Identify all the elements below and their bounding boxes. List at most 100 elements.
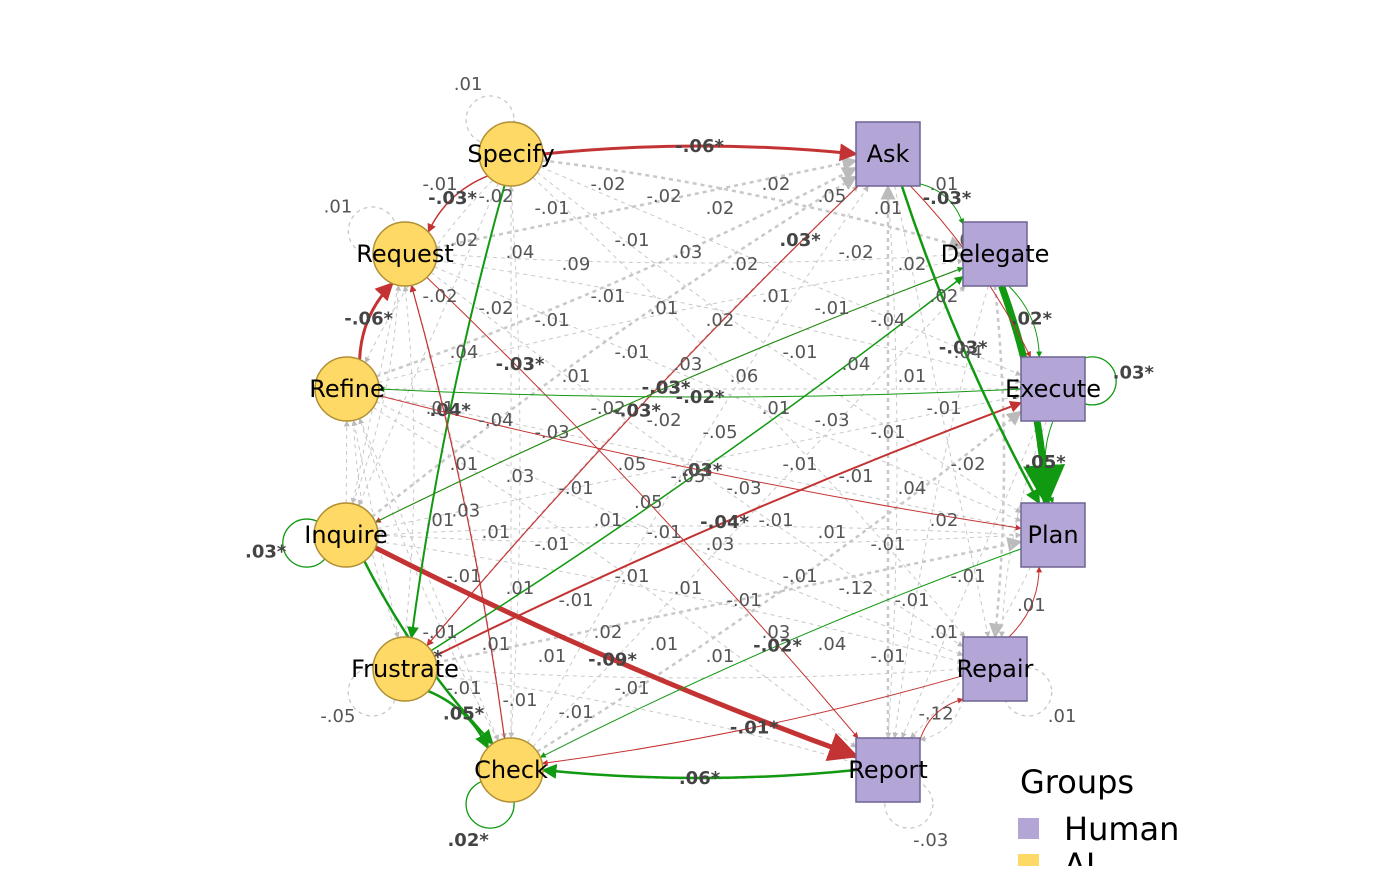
legend-ai-swatch [1018, 854, 1039, 871]
self-loop-label: .03* [245, 542, 287, 563]
edge-weight-label: -.01 [614, 342, 649, 363]
edge-weight-label: .01 [930, 622, 959, 643]
edge-weight-label: -.01 [870, 534, 905, 555]
edge-weight-label: .04 [450, 342, 479, 363]
edge-specify-ask [542, 143, 858, 162]
edge-weight-label: -.01 [614, 566, 649, 587]
self-loop-label: .01 [454, 74, 483, 95]
nodes: SpecifyRequestRefineInquireFrustrateChec… [304, 121, 1101, 803]
node-plan: Plan [1020, 502, 1086, 568]
edge-label: -.02* [676, 387, 725, 408]
legend: Groups Human AI [1018, 763, 1179, 871]
edge-weight-label: .04 [842, 354, 871, 375]
human-node-shape [855, 121, 921, 187]
edge-weight-label: -.01 [558, 478, 593, 499]
edge-weight-label: .03 [762, 622, 791, 643]
human-node-shape [962, 221, 1028, 287]
edge-label: -.03* [428, 188, 477, 209]
edge-weight-label: -.05 [702, 422, 737, 443]
edge-plan-check [539, 548, 1022, 758]
edge-weight-label: -.02 [950, 454, 985, 475]
node-specify: Specify [467, 121, 555, 187]
edge-weight-label: .03 [674, 354, 703, 375]
edge-label: -.01* [730, 717, 779, 738]
grey-edge-check-delegate [532, 285, 966, 748]
self-loop-label: .02* [447, 830, 489, 851]
node-label: Check [474, 756, 548, 784]
edge-weight-label: -.01 [870, 422, 905, 443]
grey-edge-specify-repair [532, 176, 966, 638]
edge-ask-frustrate [426, 185, 859, 647]
edge-execute-refine [378, 386, 1022, 398]
edge-delegate-execute [1008, 285, 1043, 358]
edge-label: .04* [430, 400, 472, 421]
edge-specify-frustrate [406, 185, 506, 639]
node-check: Check [474, 737, 548, 803]
legend-title: Groups [1020, 763, 1134, 801]
edge-frustrate-execute [433, 400, 1023, 658]
edge-weight-label: -.01 [894, 590, 929, 611]
grey-edge-check-execute [536, 410, 1023, 753]
ai-node-shape [372, 636, 438, 702]
edge-weight-label: -.02 [590, 174, 625, 195]
grey-edge-refine-ask [375, 166, 858, 378]
edge-execute-plan [1044, 420, 1054, 504]
node-label: Inquire [304, 521, 388, 549]
grey-edge-plan-inquire [377, 525, 1022, 538]
edge-weight-label: -.02 [838, 242, 873, 263]
edge-weight-label: -.04 [478, 410, 513, 431]
edge-weight-label: .01 [706, 646, 735, 667]
node-delegate: Delegate [941, 221, 1050, 287]
edge-weight-label: -.04 [870, 310, 905, 331]
edge-report-check [541, 763, 857, 780]
edge-label: -.03* [939, 338, 988, 359]
self-loop-specify [465, 95, 515, 145]
edge-label: .01 [684, 460, 713, 481]
grey-edge-refine-frustrate [352, 420, 400, 639]
edge-weight-labels: -.01-.02-.01-.02-.02.02.02.05.01.01.02.0… [422, 174, 985, 723]
edge-weight-label: .04 [506, 242, 535, 263]
node-execute: Execute [1005, 356, 1101, 422]
edge-weight-label: -.02 [478, 186, 513, 207]
edge-label: .05* [1024, 452, 1066, 473]
grey-edge-inquire-refine [343, 420, 350, 504]
edge-weight-label: .02 [706, 310, 735, 331]
grey-edge-request-delegate [436, 251, 964, 264]
edge-weight-label: -.05 [670, 466, 705, 487]
edge-weight-label: .01 [762, 286, 791, 307]
edge-weight-label: -.01 [446, 566, 481, 587]
grey-edge-request-ask [436, 156, 858, 249]
self-loop-label: .01 [1048, 706, 1077, 727]
edge-weight-label: .01 [898, 366, 927, 387]
human-node-shape [1020, 356, 1086, 422]
edge-weight-label: -.01 [534, 310, 569, 331]
edge-label: -.09* [588, 649, 637, 670]
node-request: Request [356, 221, 454, 287]
node-label: Refine [309, 375, 384, 403]
grey-edge-specify-execute [540, 166, 1022, 376]
edge-weight-label: .06 [730, 366, 759, 387]
edge-weight-label: -.01 [838, 466, 873, 487]
edge-weight-label: -.02 [646, 186, 681, 207]
grey-edge-frustrate-report [436, 675, 857, 765]
self-loop-label: .01 [324, 197, 353, 218]
edge-weight-label: -.03 [726, 478, 761, 499]
edge-weight-label: .02 [930, 510, 959, 531]
edge-weight-label: .01 [930, 174, 959, 195]
grey-edge-check-ask [527, 185, 869, 743]
edge-weight-label: .03 [506, 466, 535, 487]
edge-weight-label: -.02 [590, 398, 625, 419]
node-label: Delegate [941, 240, 1050, 268]
legend-human-swatch [1018, 818, 1039, 839]
edge-weight-label: .02 [706, 198, 735, 219]
edge-inquire-report [374, 545, 859, 762]
edge-label: -.03* [642, 378, 691, 399]
edge-weight-label: -.12 [838, 578, 873, 599]
edge-weight-label: -.01 [590, 286, 625, 307]
node-inquire: Inquire [304, 502, 388, 568]
node-label: Report [848, 756, 928, 784]
edge-weight-label: -.01 [446, 678, 481, 699]
edge-weight-label: .04 [818, 634, 847, 655]
edge-ask-plan [900, 185, 1041, 505]
grey-edge-request-plan [434, 266, 1022, 522]
